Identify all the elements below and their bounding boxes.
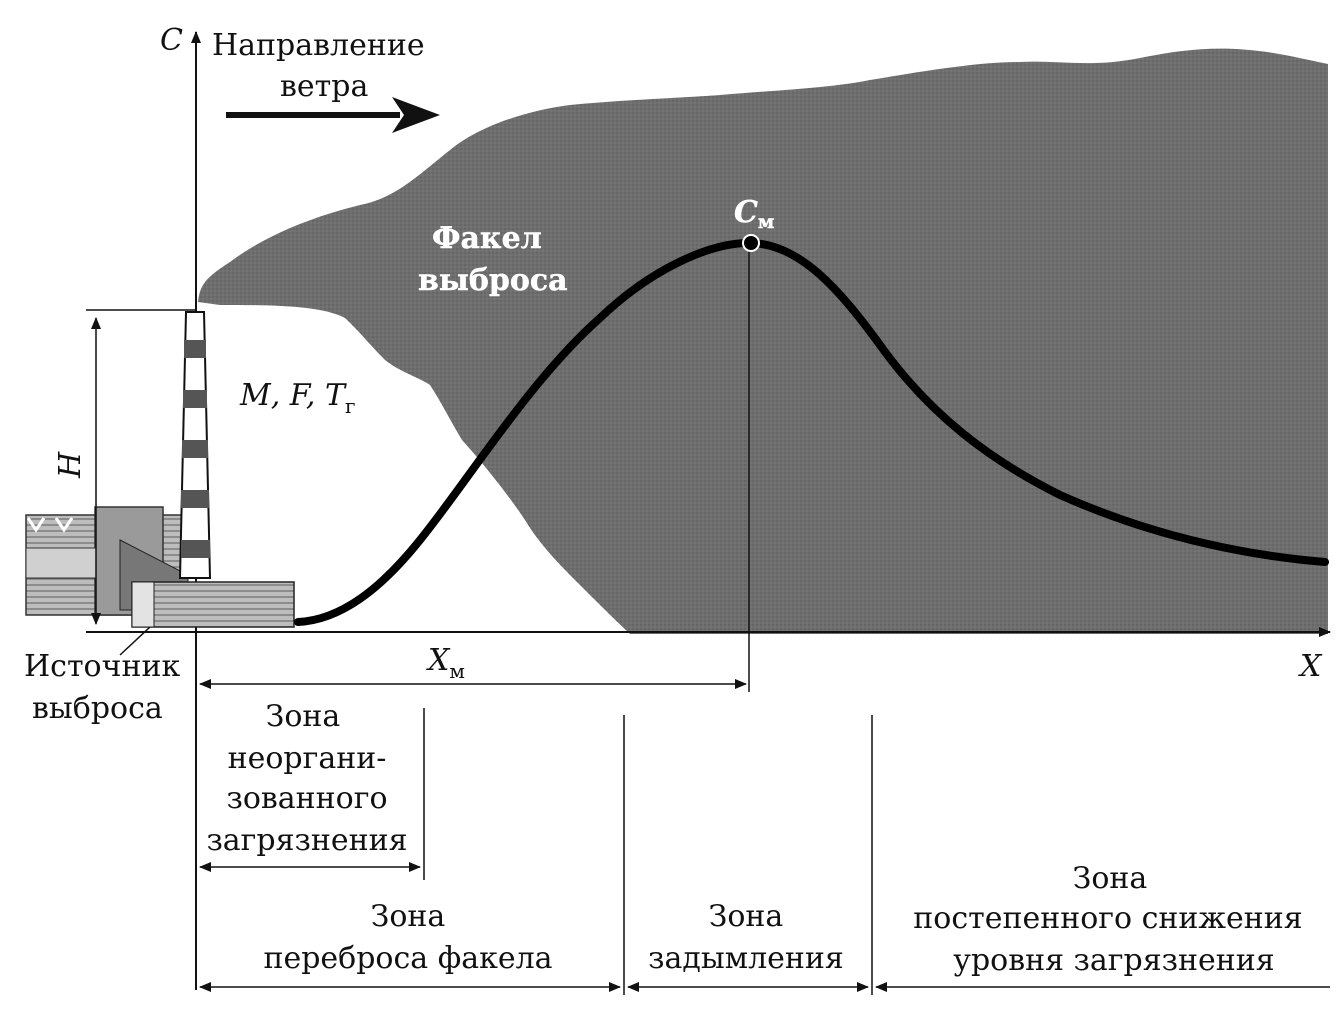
params-text: M, F, T — [239, 378, 347, 413]
y-axis-label: C — [160, 23, 183, 58]
xm-subscript: м — [449, 659, 465, 683]
wind-label-line2: ветра — [280, 69, 368, 104]
zone-gradual-line2: постепенного снижения — [913, 901, 1302, 936]
wind-label-line1: Направление — [212, 28, 425, 63]
zone-unorganized-line3: зованного — [226, 781, 387, 816]
zone-unorganized-line4: загрязнения — [206, 823, 407, 858]
peak-symbol: C — [734, 195, 758, 230]
zone-unorganized-line2: неоргани- — [228, 741, 387, 776]
params-subscript: г — [345, 394, 355, 418]
zone-unorganized-line1: Зона — [266, 699, 341, 734]
emission-plume — [198, 48, 1328, 635]
zone-transfer-label: Зона переброса факела — [263, 899, 552, 976]
xm-symbol: X — [426, 643, 451, 678]
zone-smoke-label: Зона задымления — [648, 899, 844, 976]
zone-transfer-line2: переброса факела — [263, 941, 552, 976]
peak-point — [742, 234, 760, 252]
zone-gradual-line3: уровня загрязнения — [953, 943, 1274, 978]
source-label-line1: Источник — [24, 649, 180, 684]
wind-direction-arrow — [226, 97, 440, 133]
emission-parameters-label: M, F, Tг — [239, 378, 356, 418]
zone-gradual-line1: Зона — [1073, 861, 1148, 896]
peak-concentration-label: Cм — [734, 195, 774, 233]
zone-smoke-line1: Зона — [709, 899, 784, 934]
height-label: H — [53, 451, 88, 479]
zone-smoke-line2: задымления — [648, 941, 844, 976]
plume-label-line1: Факел — [432, 221, 542, 256]
xm-label: Xм — [426, 643, 465, 683]
zone-gradual-label: Зона постепенного снижения уровня загряз… — [913, 861, 1302, 978]
zone-unorganized-label: Зона неоргани- зованного загрязнения — [206, 699, 407, 858]
peak-subscript: м — [758, 211, 775, 233]
emission-source-factory — [25, 506, 295, 656]
x-axis-label: X — [1298, 649, 1323, 684]
source-label-line2: выброса — [32, 691, 163, 726]
chimney — [178, 311, 212, 579]
plume-label-line2: выброса — [418, 263, 568, 298]
zone-transfer-line1: Зона — [371, 899, 446, 934]
